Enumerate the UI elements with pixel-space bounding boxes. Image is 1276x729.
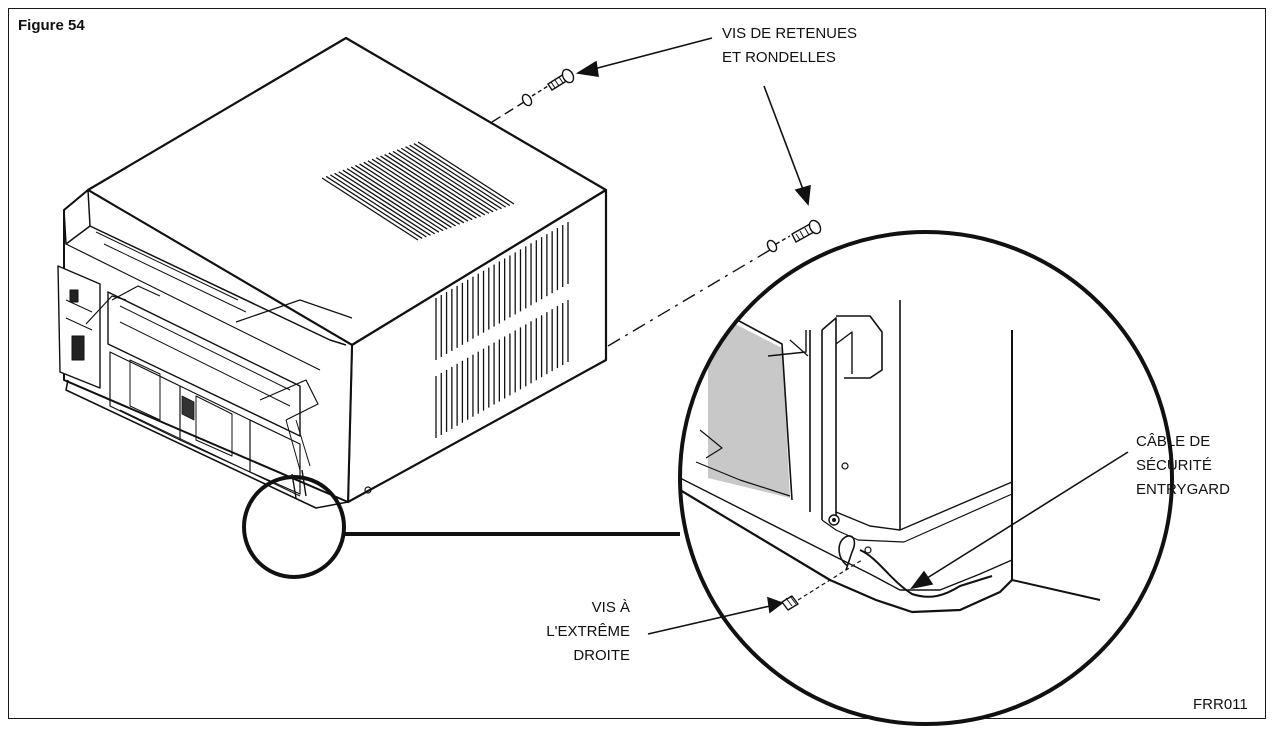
callout-cable-line-3: ENTRYGARD (1136, 481, 1230, 498)
figure-title: Figure 54 (18, 17, 85, 34)
top-louver-slat (384, 153, 481, 218)
top-louver-slat (334, 172, 431, 236)
top-louver-slat (405, 146, 502, 210)
top-louver-slat (409, 144, 507, 208)
top-louver-slat (371, 158, 469, 222)
leader-arrow-right-screw (647, 596, 784, 635)
top-louver-slat (346, 168, 444, 232)
side-vent-louvers (435, 222, 569, 438)
top-screw-washer (491, 68, 575, 123)
leader-arrow-side-screw (763, 85, 811, 206)
callout-screws-line-2: ET RONDELLES (722, 49, 836, 66)
top-louver-slat (325, 175, 423, 239)
leader-arrow-top-screw (575, 37, 713, 77)
top-louver-slat (321, 177, 419, 241)
top-louver-slat (388, 152, 486, 216)
top-louver-slat (380, 155, 477, 219)
top-louver-slat (413, 143, 511, 207)
callout-screws-line-1: VIS DE RETENUES (722, 25, 858, 42)
figure-code: FRR011 (1193, 696, 1248, 713)
callout-security-cable: CÂBLE DE SÉCURITÉ ENTRYGARD (1136, 430, 1230, 502)
callout-rscrew-line-1: VIS À (591, 599, 630, 616)
top-louver-slat (342, 169, 440, 233)
top-louver-slat (329, 174, 427, 238)
top-louver-slat (363, 161, 461, 225)
screw-alignment-line (607, 249, 771, 347)
top-louver-slat (355, 164, 452, 229)
callout-rscrew-line-2: L'EXTRÊME (546, 623, 630, 640)
top-louver-slat (396, 149, 494, 213)
top-louver-slat (417, 141, 515, 205)
callout-cable-line-1: CÂBLE DE (1136, 433, 1211, 450)
top-louver-slat (375, 157, 473, 221)
callout-right-screw: VIS À L'EXTRÊME DROITE (532, 596, 630, 668)
top-vent-louvers (321, 141, 515, 241)
side-screw-washer (766, 219, 822, 253)
ac-unit (57, 36, 608, 509)
detail-view-contents (680, 232, 1172, 724)
leader-arrow-cable (910, 451, 1129, 590)
top-louver-slat (350, 166, 448, 230)
top-louver-slat (338, 171, 436, 235)
callout-cable-line-2: SÉCURITÉ (1136, 457, 1212, 474)
callout-rscrew-line-3: DROITE (573, 647, 630, 664)
callout-screws-washers: VIS DE RETENUES ET RONDELLES (722, 22, 857, 70)
top-louver-slat (367, 160, 465, 224)
top-louver-slat (359, 163, 456, 227)
top-louver-slat (400, 147, 498, 211)
detail-source-circle (242, 475, 346, 579)
top-louver-slat (392, 150, 490, 214)
detail-magnifier-circle (678, 230, 1174, 726)
